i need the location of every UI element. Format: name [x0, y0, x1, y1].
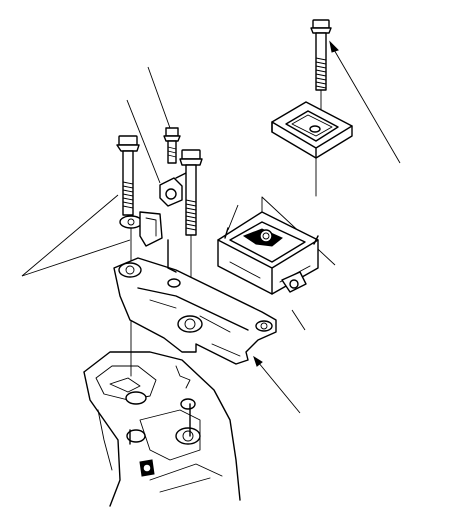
leader-clip [126, 99, 161, 184]
transmission-case [83, 351, 241, 507]
upper-mount-bracket [271, 101, 353, 197]
bracket-clip [159, 171, 191, 207]
small-bolt [163, 127, 181, 164]
leader-left-bolts-a [21, 194, 119, 277]
upper-bolt [310, 19, 332, 121]
leader-small-bolt [147, 66, 171, 129]
leader-lines [21, 40, 401, 414]
leader-upper-bolt-arrow [329, 40, 339, 53]
leader-transmission-bracket-arrow [253, 355, 263, 367]
leader-rubber-mount-a [227, 204, 239, 231]
leader-transmission-bracket [257, 361, 301, 414]
transmission-mount-bracket [113, 239, 277, 365]
mount-bolt-right [179, 149, 203, 321]
leader-upper-bolt [332, 47, 401, 164]
mount-bolt-left [116, 135, 163, 377]
rubber-mount [217, 196, 319, 295]
leader-left-bolts-b [21, 239, 131, 277]
leader-bracket [291, 309, 306, 331]
